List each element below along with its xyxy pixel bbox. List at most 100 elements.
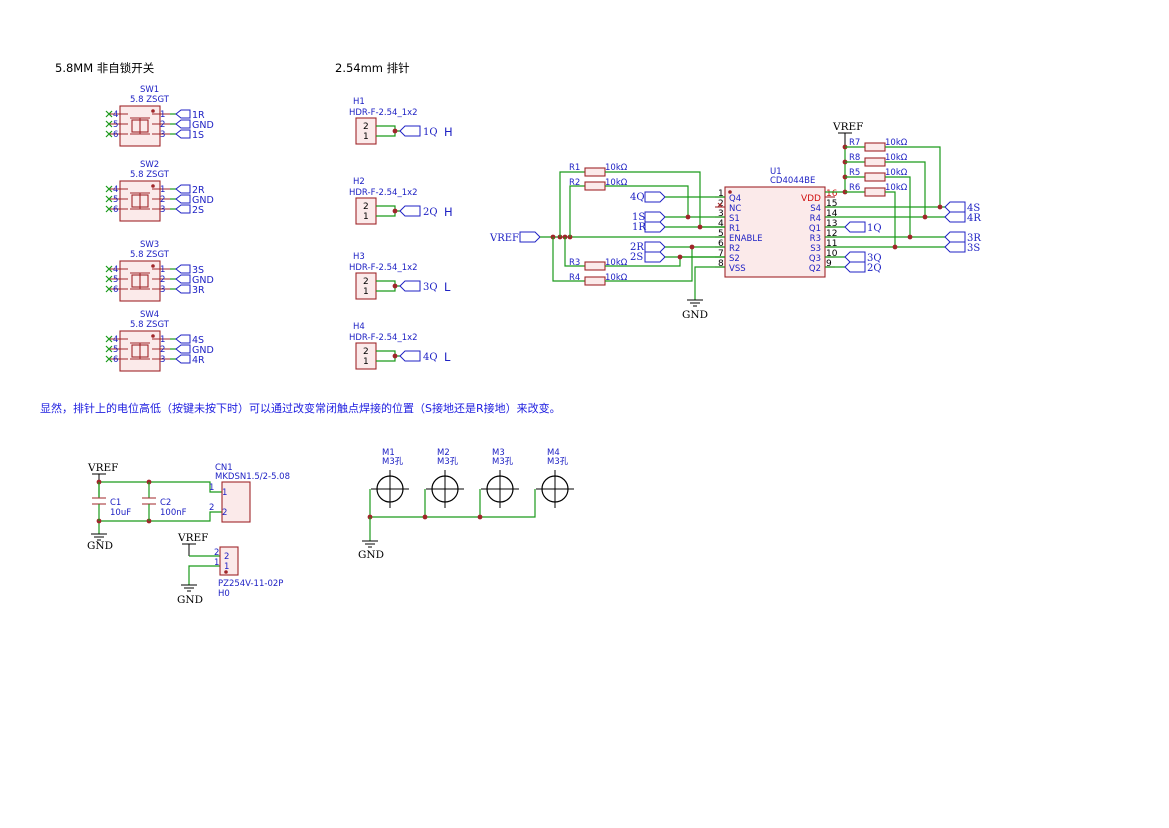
ic-pin-name: R2 [729,244,740,254]
ic-pin-name: Q4 [729,194,741,204]
header-ref: H1 [353,97,365,107]
header-level: L [444,350,451,364]
switch-pin-num: 3 [160,355,165,365]
ic-pin-num: 3 [718,209,724,219]
switch-pin-num: 4 [113,335,118,345]
header-level: L [444,280,451,294]
c1-ref: C1 [110,498,121,508]
ic-value: CD4044BE [770,176,815,186]
switch-ref: SW3 [140,240,159,250]
r1-value: 10kΩ [605,163,628,173]
switch-net-label: GND [192,345,214,356]
switch-pin-num: 1 [160,265,165,275]
header-pin-num: 1 [363,357,369,367]
svg-text:1: 1 [224,562,229,572]
svg-text:1: 1 [209,483,214,493]
header-body [355,342,377,370]
r5-ref: R5 [849,168,860,178]
mount-hole-value: M3孔 [382,457,404,467]
svg-text:VREF: VREF [489,233,519,244]
r5-value: 10kΩ [885,168,908,178]
header-net-label: 1Q [423,127,438,138]
design-note: 显然，排针上的电位高低（按键未按下时）可以通过改变常闭触点焊接的位置（S接地还是… [40,401,561,415]
ic-pin-num: 4 [718,219,724,229]
switch-value: 5.8 ZSGT [130,320,170,330]
header-pin-num: 1 [363,132,369,142]
ic-ref: U1 [770,167,782,177]
h0-value: PZ254V-11-02P [218,579,283,589]
power-input: VREF C1 10uF C2 100nF GND CN1 MKDSN1.5/2… [87,462,290,606]
c2-value: 100nF [160,508,187,518]
ic-pin-name: R4 [810,214,821,224]
ic-pin-name: Q2 [809,264,821,274]
mh-gnd: GND [358,549,384,561]
r1-ref: R1 [569,163,580,173]
ic-pin-name: VSS [729,264,746,274]
mount-hole-value: M3孔 [492,457,514,467]
switch-pin-num: 5 [113,195,118,205]
h0-ref: H0 [218,589,230,599]
ic-pin-name: VDD [801,194,821,204]
switch-pin-num: 1 [160,185,165,195]
header-pin-num: 2 [363,202,369,212]
r7-ref: R7 [849,138,860,148]
cn1-body [221,481,251,523]
ic-pin-num: 6 [718,239,724,249]
ic-body [724,186,826,278]
ic-pin-num: 13 [826,219,837,229]
switch-net-label: 1S [192,130,204,141]
r8-ref: R8 [849,153,860,163]
switch-pin-num: 2 [160,195,165,205]
mount-hole-value: M3孔 [437,457,459,467]
r3-ref: R3 [569,258,580,268]
switch-value: 5.8 ZSGT [130,250,170,260]
header-net-label: 2Q [423,207,438,218]
r4-ref: R4 [569,273,580,283]
header-value: HDR-F-2.54_1x2 [349,108,418,118]
switch-pin-num: 3 [160,130,165,140]
switch-pin-num: 6 [113,285,118,295]
svg-text:2Q: 2Q [867,263,882,274]
svg-text:2: 2 [222,508,227,518]
switch-value: 5.8 ZSGT [130,95,170,105]
switch-pin-num: 3 [160,285,165,295]
header-value: HDR-F-2.54_1x2 [349,263,418,273]
ic-pin-num: 15 [826,199,837,209]
header-ref: H4 [353,322,365,332]
svg-text:1R: 1R [632,222,646,233]
header-pin-num: 2 [363,122,369,132]
h0-body [219,546,239,576]
right-net-labels: 4S 4R 1Q 3R 3S 3Q 2Q [825,201,981,274]
svg-text:4R: 4R [967,213,981,224]
mount-hole-ref: M2 [437,448,450,458]
r6-value: 10kΩ [885,183,908,193]
h0-gnd: GND [177,594,203,606]
left-net-labels: 4Q 1S 1R 2R 2S [630,191,725,263]
svg-text:2: 2 [224,552,229,562]
header-pin-num: 1 [363,212,369,222]
switch-pin-num: 5 [113,120,118,130]
pwr-vref: VREF [87,462,118,474]
header-pin-num: 2 [363,347,369,357]
switch-net-label: 3R [192,285,205,296]
switch-section-title: 5.8MM 非自锁开关 [55,61,155,75]
mount-hole-ref: M1 [382,448,395,458]
ic-pin-name: S4 [810,204,821,214]
switch-net-label: 3S [192,265,204,276]
svg-text:3R: 3R [967,233,981,244]
switch-net-label: GND [192,120,214,131]
header-value: HDR-F-2.54_1x2 [349,333,418,343]
svg-text:1S: 1S [632,212,645,223]
ic-pin-num: 1 [718,189,724,199]
header-net-label: 4Q [423,352,438,363]
pwr-gnd: GND [87,540,113,552]
switch-pin-num: 3 [160,205,165,215]
